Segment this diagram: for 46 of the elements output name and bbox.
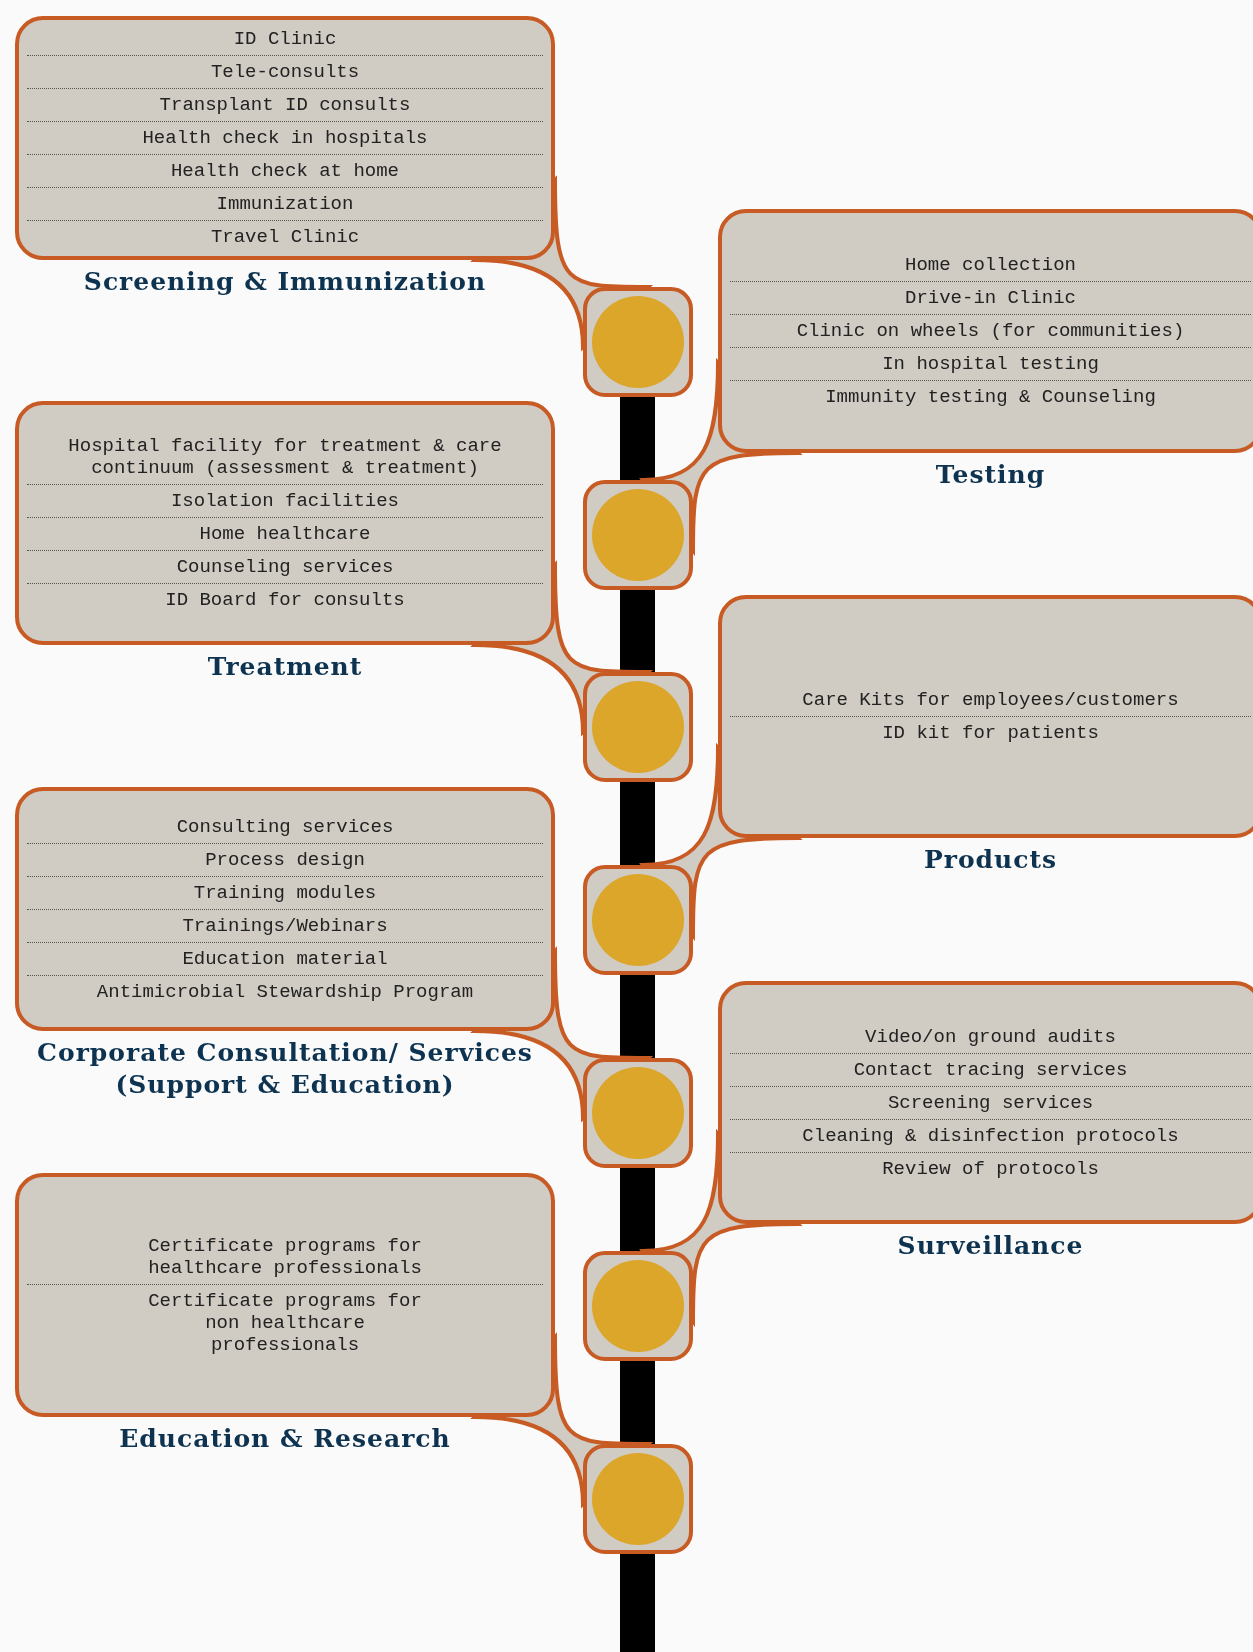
list-item: ID Board for consults [27,583,543,616]
list-item: Certificate programs for healthcare professionals [147,1233,423,1281]
list-item: Video/on ground audits [864,1024,1117,1050]
list-item: Counseling services [27,550,543,583]
list-item: Clinic on wheels (for communities) [730,314,1251,347]
list-item: Hospital facility for treatment & care continuum (assessment & treatment) [67,434,503,481]
list-item: Cleaning & disinfection protocols [730,1118,1251,1152]
list-item: Contact tracing services [730,1052,1251,1086]
list-item: Travel Clinic [27,220,543,253]
list-item: Education material [27,941,543,975]
list-item: Immunity testing & Counseling [730,380,1251,413]
section-heading: Corporate Consultation/ Services (Support & Education) [36,1037,534,1101]
timeline-circle [592,874,684,966]
list-item: Certificate programs for non healthcare professionals [27,1283,543,1361]
list-item: Immunization [27,187,543,220]
list-item: Care Kits for employees/customers [801,688,1180,713]
list-item: Antimicrobial Stewardship Program [27,974,543,1008]
section-heading: Products [922,844,1059,876]
section-heading: Surveillance [896,1230,1085,1262]
section-heading: Education & Research [118,1423,452,1455]
section-heading: Screening & Immunization [82,266,488,298]
list-item: In hospital testing [730,347,1251,380]
list-item: Home healthcare [27,517,543,550]
list-item: Health check in hospitals [27,121,543,154]
list-item: Drive-in Clinic [730,281,1251,314]
section-heading: Treatment [206,651,364,683]
list-item: Tele-consults [27,55,543,88]
list-item: ID kit for patients [730,716,1251,749]
timeline-circle [592,489,684,581]
list-item: Trainings/Webinars [27,908,543,942]
timeline-circle [592,681,684,773]
timeline-circle [592,1067,684,1159]
list-item: Isolation facilities [27,484,543,517]
list-item: Review of protocols [730,1151,1251,1185]
list-item: Training modules [27,875,543,909]
list-item: Screening services [730,1085,1251,1119]
list-item: Home collection [904,253,1077,278]
list-item: Transplant ID consults [27,88,543,121]
list-item: ID Clinic [232,27,338,52]
timeline-circle [592,1453,684,1545]
timeline-circle [592,296,684,388]
list-item: Process design [27,842,543,876]
timeline-circle [592,1260,684,1352]
list-item: Consulting services [175,814,395,840]
section-heading: Testing [934,459,1047,491]
list-item: Health check at home [27,154,543,187]
